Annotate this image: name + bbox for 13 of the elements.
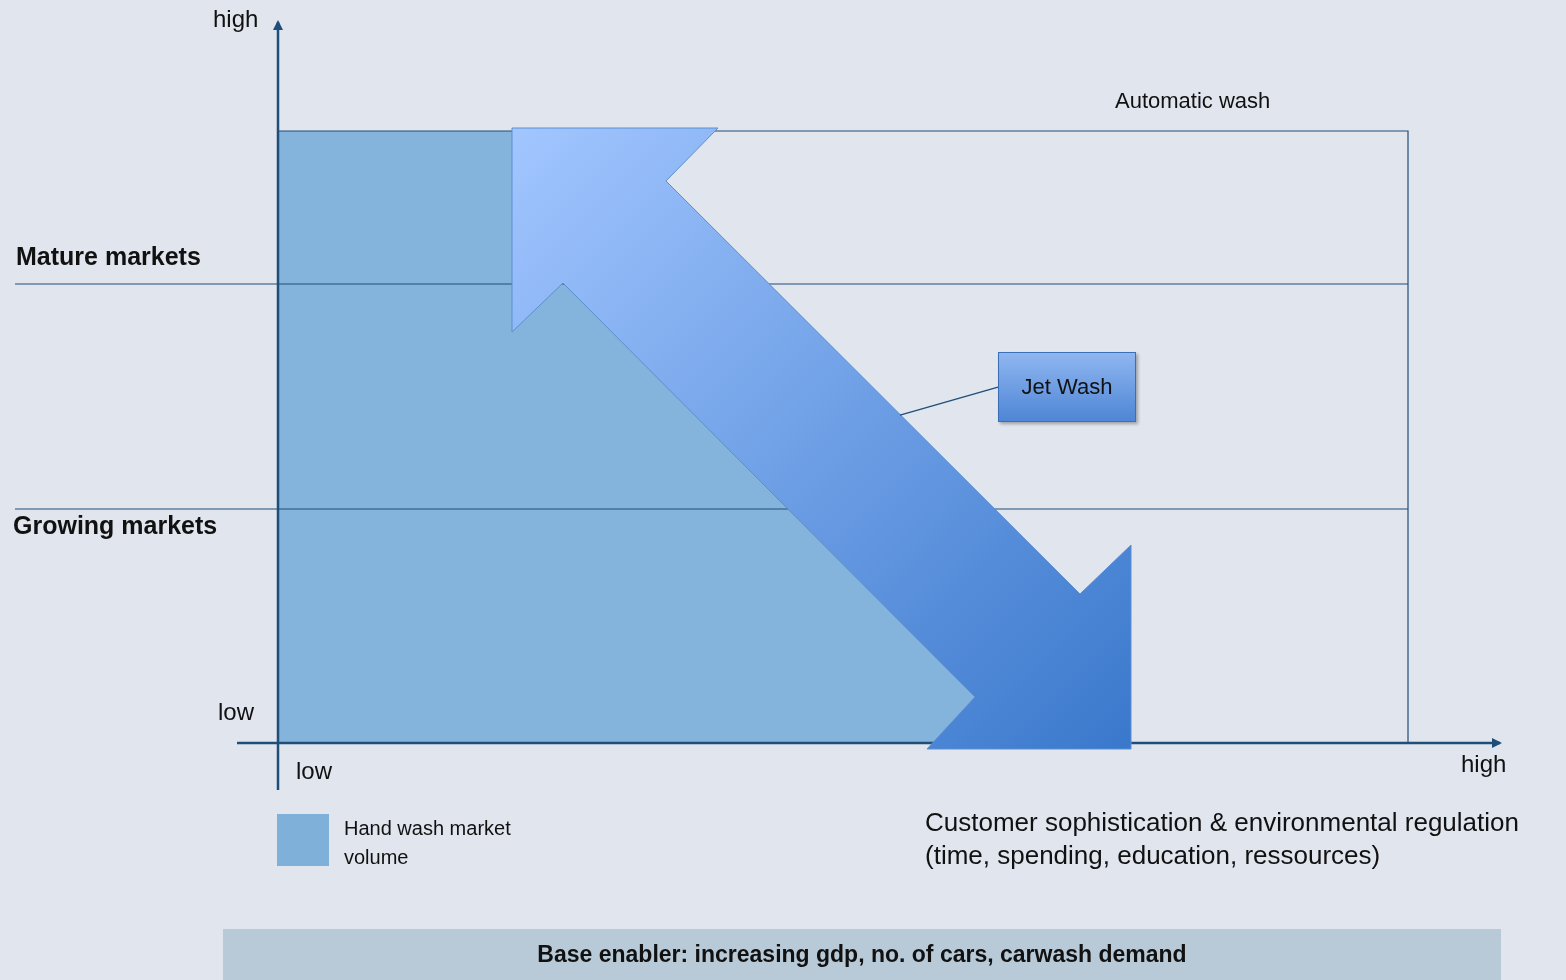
row-label: Growing markets <box>13 510 218 541</box>
axis-label: low <box>296 756 332 786</box>
footer-band: Base enabler: increasing gdp, no. of cars, carwash demand <box>223 929 1501 980</box>
axis-title: Customer sophistication & environmental regulation (time, spending, education, ressources) <box>925 806 1520 871</box>
axis-label: low <box>218 697 254 727</box>
legend-label: Hand wash market volume <box>344 816 512 870</box>
axis-label: high <box>1461 749 1507 779</box>
region-label: Automatic wash <box>1115 87 1271 115</box>
double-arrow <box>511 127 1132 750</box>
row-label: Mature markets <box>16 241 201 272</box>
axis-label: high <box>213 4 259 34</box>
leader-line <box>899 386 999 416</box>
callout-box: Jet Wash <box>998 352 1136 422</box>
